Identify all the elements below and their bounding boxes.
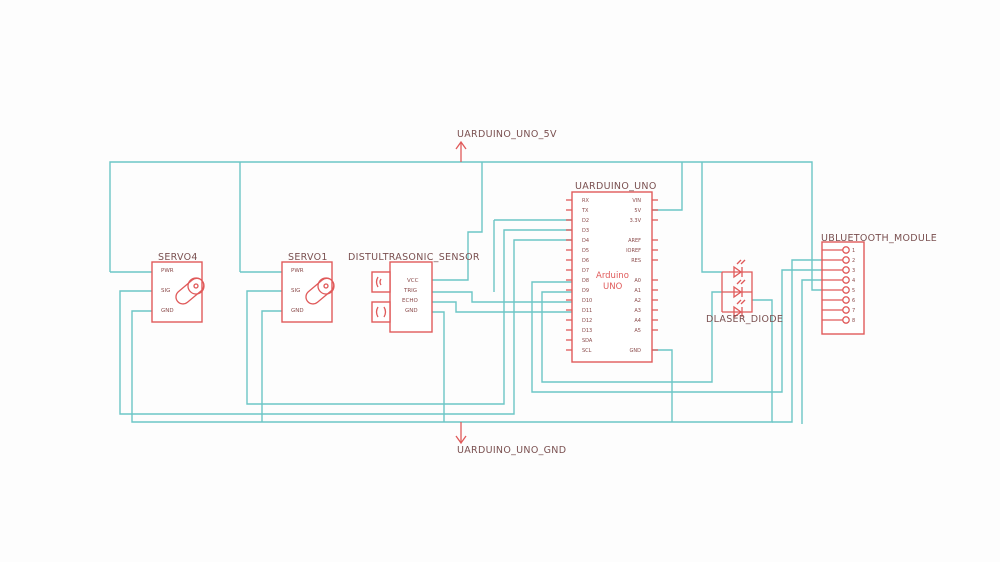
arduino-pin-d11: D11 xyxy=(582,308,592,314)
arduino-pin-rx: RX xyxy=(582,198,589,204)
arduino-pin-a3: A3 xyxy=(634,308,641,314)
vcc-label: UARDUINO_UNO_5V xyxy=(457,129,557,140)
arduino-label: UARDUINO_UNO xyxy=(575,181,657,192)
arduino-pin-aref: AREF xyxy=(628,238,641,244)
ultrasonic-pin-echo: ECHO xyxy=(402,298,418,304)
servo1-label: SERVO1 xyxy=(288,252,328,263)
servo1-pin-pwr: PWR xyxy=(291,268,304,274)
ultrasonic-sensor-component[interactable] xyxy=(371,261,433,333)
gnd-power-symbol xyxy=(455,422,467,445)
arduino-pin-d10: D10 xyxy=(582,298,592,304)
arduino-pin-a2: A2 xyxy=(634,298,641,304)
servo1-component[interactable] xyxy=(281,261,337,323)
arduino-pin-res: RES xyxy=(631,258,641,264)
arduino-name-line2: UNO xyxy=(603,282,623,292)
servo4-pin-pwr: PWR xyxy=(161,268,174,274)
bluetooth-pin-2: 2 xyxy=(852,258,855,264)
arduino-pin-d12: D12 xyxy=(582,318,592,324)
arduino-pin-d8: D8 xyxy=(582,278,589,284)
bluetooth-pin-4: 4 xyxy=(852,278,855,284)
ultrasonic-label: DISTULTRASONIC_SENSOR xyxy=(348,252,480,263)
arduino-name-line1: Arduino xyxy=(596,271,629,281)
servo4-pin-gnd: GND xyxy=(161,308,174,314)
arduino-pin-sda: SDA xyxy=(582,338,593,344)
laser-diode-symbol-1 xyxy=(733,259,746,279)
arduino-pin-d9: D9 xyxy=(582,288,589,294)
laser-diode-component[interactable] xyxy=(721,259,753,319)
arduino-pin-d6: D6 xyxy=(582,258,589,264)
ultrasonic-pin-vcc: VCC xyxy=(407,278,419,284)
arduino-pin-d2: D2 xyxy=(582,218,589,224)
bluetooth-label: UBLUETOOTH_MODULE xyxy=(821,233,937,244)
servo4-label: SERVO4 xyxy=(158,252,198,263)
ultrasonic-pin-gnd: GND xyxy=(405,308,418,314)
laser-label: DLASER_DIODE xyxy=(706,314,783,325)
arduino-pin-a0: A0 xyxy=(634,278,641,284)
bluetooth-pin-1: 1 xyxy=(852,248,855,254)
arduino-pin-d4: D4 xyxy=(582,238,589,244)
laser-diode-symbol-2 xyxy=(733,279,746,299)
arduino-pin-d3: D3 xyxy=(582,228,589,234)
arduino-pin-vin: VIN xyxy=(632,198,641,204)
arduino-uno-component[interactable] xyxy=(571,191,653,363)
bluetooth-pin-7: 7 xyxy=(852,308,855,314)
arduino-pin-gnd: GND xyxy=(630,348,642,354)
servo4-pin-sig: SIG xyxy=(161,288,170,294)
gnd-label: UARDUINO_UNO_GND xyxy=(457,445,566,456)
wires xyxy=(109,161,822,424)
bluetooth-pin-8: 8 xyxy=(852,318,855,324)
arduino-pin-a5: A5 xyxy=(634,328,641,334)
arduino-pin-33v: 3.3V xyxy=(630,218,642,224)
arduino-pin-d7: D7 xyxy=(582,268,589,274)
bluetooth-pin-3: 3 xyxy=(852,268,855,274)
arduino-pin-d5: D5 xyxy=(582,248,589,254)
servo1-pin-gnd: GND xyxy=(291,308,304,314)
servo4-component[interactable] xyxy=(151,261,207,323)
bluetooth-pins: 1 2 3 4 5 6 7 8 xyxy=(822,246,855,324)
arduino-pin-tx: TX xyxy=(581,208,589,214)
arduino-pin-scl: SCL xyxy=(582,348,592,354)
arduino-pin-a4: A4 xyxy=(634,318,641,324)
servo1-pin-sig: SIG xyxy=(291,288,300,294)
vcc-power-symbol xyxy=(455,140,467,162)
laser-diode-symbol-3 xyxy=(733,299,746,319)
bluetooth-pin-5: 5 xyxy=(852,288,855,294)
bluetooth-pin-6: 6 xyxy=(852,298,855,304)
arduino-pin-d13: D13 xyxy=(582,328,592,334)
ultrasonic-pin-trig: TRIG xyxy=(403,288,417,294)
arduino-pin-ioref: IOREF xyxy=(626,248,641,254)
arduino-pin-a1: A1 xyxy=(634,288,641,294)
arduino-pin-5v: 5V xyxy=(634,208,641,214)
